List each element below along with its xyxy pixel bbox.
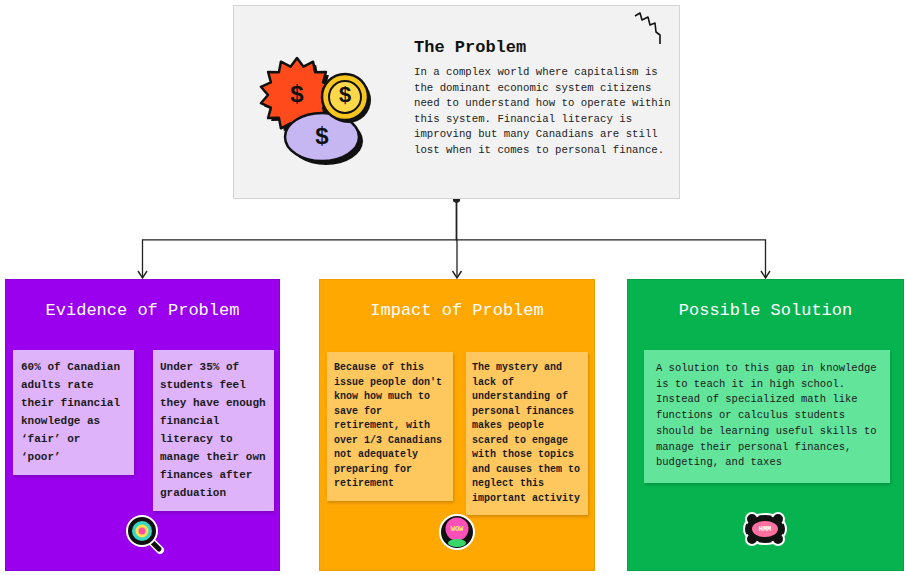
connector-arrow <box>143 199 457 278</box>
heading-text: The Problem <box>414 38 671 58</box>
problem-box: The Problem In a complex world where capi… <box>233 5 680 199</box>
note-text: 60% of Canadian adults rate their financ… <box>21 358 126 466</box>
impact-note: The mystery and lack of understanding of… <box>466 352 588 515</box>
solution-note: A solution to this gap in knowledge is t… <box>644 350 890 483</box>
connector-arrow <box>457 199 766 278</box>
note-text: The mystery and lack of understanding of… <box>472 361 582 506</box>
starburst-shadow <box>264 61 336 135</box>
hmm-sticker <box>744 513 786 545</box>
gold-coin <box>322 74 368 120</box>
magnifier-lens-ring <box>136 525 149 538</box>
panel-heading: Evidence of Problem <box>12 301 273 321</box>
wow-sticker-face <box>446 518 469 541</box>
note-text: A solution to this gap in knowledge is t… <box>656 361 878 471</box>
dollar-sign: $ <box>338 86 351 108</box>
hmm-cloud-outline <box>744 514 786 544</box>
hmm-cloud-puff <box>772 513 784 525</box>
solution-panel: A solution to this gap in knowledge is t… <box>627 279 904 571</box>
money-illustration <box>261 58 371 165</box>
hmm-cloud-puff <box>746 513 758 525</box>
wow-sticker-base <box>448 539 466 547</box>
magnifier-lens <box>132 521 152 541</box>
panel-heading: Impact of Problem <box>326 301 588 321</box>
starburst-coin <box>261 58 333 132</box>
gold-coin-rim <box>329 81 361 113</box>
magnifier-handle-outline <box>151 541 160 550</box>
dollar-sign: $ <box>315 126 329 150</box>
hmm-cloud-puff <box>772 533 784 545</box>
dollar-sign: $ <box>290 84 304 108</box>
sticker-word: HMM <box>759 526 772 533</box>
evidence-note: Under 35% of students feel they have eno… <box>153 350 274 511</box>
wow-sticker-outline <box>440 515 474 549</box>
body-text: In a complex world where capitalism is t… <box>414 65 671 158</box>
hmm-cloud-fill <box>746 516 784 542</box>
evidence-panel: 60% of Canadian adults rate their financ… <box>5 279 280 571</box>
panel-heading: Possible Solution <box>634 301 897 321</box>
magnifier-handle <box>151 541 159 549</box>
squiggle-mark <box>635 13 660 44</box>
magnifier-lens-center <box>139 528 146 535</box>
sticker-word: WOW <box>451 526 464 533</box>
hmm-cloud-center <box>752 521 778 537</box>
impact-panel: Because of this issue people don't know … <box>319 279 595 571</box>
note-text: Because of this issue people don't know … <box>334 361 446 492</box>
purple-coin <box>285 113 359 161</box>
evidence-note: 60% of Canadian adults rate their financ… <box>13 350 134 475</box>
magnifier-ring <box>127 516 157 546</box>
wow-sticker <box>440 515 474 549</box>
magnifier-sticker <box>127 516 160 550</box>
gold-coin-shadow <box>325 77 371 123</box>
note-text: Under 35% of students feel they have eno… <box>160 358 267 502</box>
hmm-cloud-puff <box>746 533 758 545</box>
impact-note: Because of this issue people don't know … <box>327 352 453 501</box>
purple-coin-shadow <box>289 117 363 165</box>
